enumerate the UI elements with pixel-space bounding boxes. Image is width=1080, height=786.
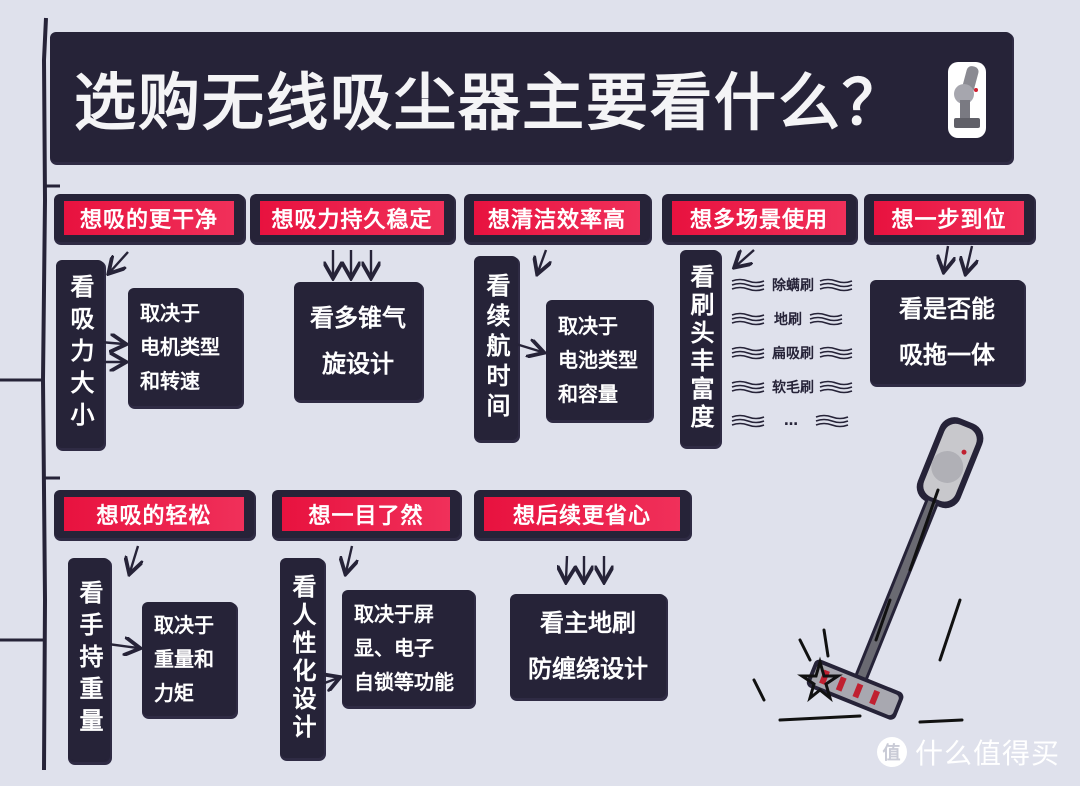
section-6-look-box: 看手持重量: [70, 560, 108, 760]
section-3-detail-box: 取决于 电池类型 和容量: [548, 302, 650, 418]
section-4-header: 想多场景使用: [664, 196, 854, 240]
section-3-look-box: 看续航时间: [476, 258, 516, 438]
section-6-look-text: 看手持重量: [75, 580, 103, 740]
section-6-detail-line: 取决于: [154, 613, 214, 637]
title-banner: 选购无线吸尘器主要看什么？: [52, 34, 1010, 160]
section-2-look-box: 看多锥气 旋设计: [296, 284, 420, 398]
brush-item: 扁吸刷: [730, 336, 860, 370]
section-3-detail-line: 电池类型: [558, 348, 638, 372]
section-8-look-line: 防缠绕设计: [528, 655, 648, 683]
section-6-detail-line: 重量和: [154, 647, 214, 671]
page-title: 选购无线吸尘器主要看什么？: [74, 66, 907, 139]
wave-lines-icon: [731, 312, 765, 326]
section-2-look-line: 旋设计: [322, 350, 394, 378]
section-1-header-label: 想吸的更干净: [64, 201, 234, 235]
section-7-detail-line: 显、电子: [354, 636, 434, 660]
section-5-header-label: 想一步到位: [874, 201, 1024, 235]
brush-item: 地刷: [730, 302, 860, 336]
section-1-detail-line: 电机类型: [140, 335, 220, 359]
wave-lines-icon: [731, 278, 765, 292]
section-1-detail-line: 取决于: [140, 301, 200, 325]
watermark: 值 什么值得买: [876, 732, 1060, 772]
section-2-header: 想吸力持久稳定: [252, 196, 452, 240]
section-1-look-box: 看吸力大小: [58, 262, 102, 446]
section-7-look-box: 看人性化设计: [282, 560, 322, 756]
section-7-detail-line: 自锁等功能: [354, 670, 454, 694]
wave-lines-icon: [731, 380, 765, 394]
section-8-look-line: 看主地刷: [540, 609, 636, 637]
section-3-detail-line: 和容量: [558, 382, 618, 406]
section-3-header-label: 想清洁效率高: [474, 201, 640, 235]
section-3-look-text: 看续航时间: [482, 273, 510, 423]
wave-lines-icon: [819, 380, 853, 394]
trunk-line: [0, 17, 60, 771]
section-5-header: 想一步到位: [866, 196, 1032, 240]
vacuum-handheld-icon: [948, 62, 986, 138]
brush-list: 除螨刷 地刷 扁吸刷 软毛刷 …: [730, 268, 860, 438]
brush-item: 除螨刷: [730, 268, 860, 302]
wave-lines-icon: [731, 414, 765, 428]
section-1-detail-box: 取决于 电机类型 和转速: [130, 290, 240, 404]
section-3-detail-line: 取决于: [558, 314, 618, 338]
brush-item: …: [730, 404, 860, 438]
section-6-detail-box: 取决于 重量和 力矩: [144, 604, 234, 714]
section-2-header-label: 想吸力持久稳定: [260, 201, 444, 235]
vacuum-stick-illustration: [752, 417, 984, 724]
brush-item: 软毛刷: [730, 370, 860, 404]
section-4-look-box: 看刷头丰富度: [682, 252, 718, 444]
star-icon: [797, 656, 843, 703]
section-5-look-box: 看是否能 吸拖一体: [872, 282, 1022, 382]
wave-lines-icon: [819, 278, 853, 292]
section-4-look-text: 看刷头丰富度: [686, 264, 714, 432]
section-1-look-text: 看吸力大小: [66, 274, 94, 434]
section-5-look-line: 吸拖一体: [899, 341, 995, 369]
section-7-header-label: 想一目了然: [282, 497, 450, 531]
section-6-header-label: 想吸的轻松: [64, 497, 244, 531]
section-7-look-text: 看人性化设计: [288, 574, 316, 742]
section-8-header-label: 想后续更省心: [484, 497, 680, 531]
watermark-badge-icon: 值: [876, 737, 907, 767]
section-1-detail-line: 和转速: [140, 369, 200, 393]
section-5-look-line: 看是否能: [899, 295, 995, 323]
section-1-header: 想吸的更干净: [56, 196, 242, 240]
section-7-detail-box: 取决于屏 显、电子 自锁等功能: [344, 592, 472, 704]
section-2-look-line: 看多锥气: [310, 304, 406, 332]
wave-lines-icon: [815, 414, 849, 428]
section-6-detail-line: 力矩: [154, 681, 194, 705]
section-3-header: 想清洁效率高: [466, 196, 648, 240]
section-7-detail-line: 取决于屏: [354, 602, 434, 626]
section-7-header: 想一目了然: [274, 492, 458, 536]
watermark-text: 什么值得买: [914, 737, 1060, 770]
wave-lines-icon: [819, 346, 853, 360]
section-4-header-label: 想多场景使用: [672, 201, 846, 235]
section-6-header: 想吸的轻松: [56, 492, 252, 536]
section-8-look-box: 看主地刷 防缠绕设计: [512, 596, 664, 696]
wave-lines-icon: [731, 346, 765, 360]
section-8-header: 想后续更省心: [476, 492, 688, 536]
wave-lines-icon: [809, 312, 843, 326]
